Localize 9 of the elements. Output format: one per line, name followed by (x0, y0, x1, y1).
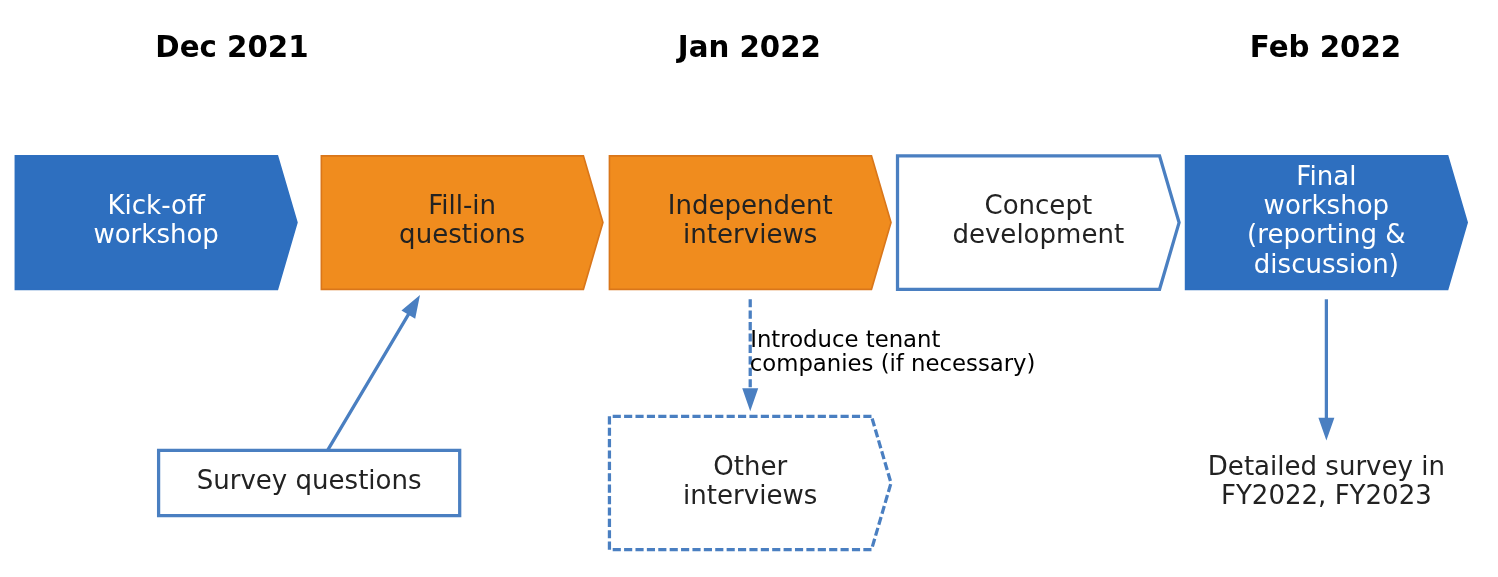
label: Dec 2021 (155, 30, 309, 65)
label: Jan 2022 (677, 30, 821, 65)
label: Feb 2022 (1249, 30, 1402, 65)
arrow (326, 295, 420, 451)
node-text: Detailed survey in FY2022, FY2023 (1207, 450, 1445, 510)
arrow (1318, 299, 1335, 441)
arrow (742, 299, 759, 412)
edge-label: Introduce tenant companies (if necessary) (749, 325, 1036, 377)
node-box: Survey questions (156, 448, 462, 518)
